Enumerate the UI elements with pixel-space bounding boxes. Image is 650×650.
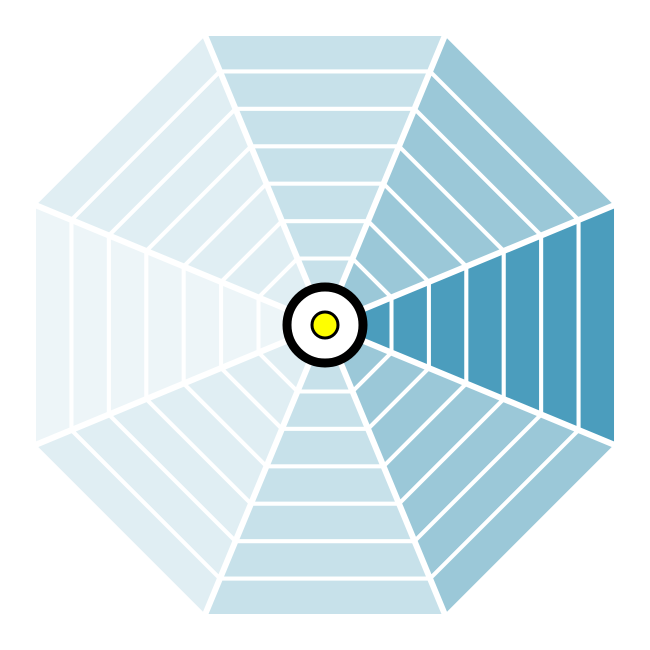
- center-target[interactable]: [282, 282, 368, 368]
- board-cell-south-3[interactable]: [263, 426, 387, 469]
- board-cell-south-5[interactable]: [232, 501, 418, 544]
- sector-divider: [199, 323, 328, 623]
- board-cell-west-6[interactable]: [69, 216, 111, 434]
- player-marker[interactable]: [310, 310, 340, 340]
- board-cell-north-4[interactable]: [247, 144, 403, 186]
- board-cell-east-5[interactable]: [501, 232, 544, 418]
- sector-north[interactable]: [201, 31, 449, 298]
- sector-divider: [27, 199, 327, 328]
- board-cell-east-4[interactable]: [464, 247, 506, 403]
- sector-divider: [322, 27, 451, 327]
- sector-divider: [323, 322, 623, 451]
- board-cell-south-6[interactable]: [216, 539, 434, 581]
- board-cell-north-3[interactable]: [263, 181, 387, 224]
- board-cell-west-4[interactable]: [144, 247, 186, 403]
- board-cell-east-3[interactable]: [426, 263, 469, 387]
- board-cell-east-6[interactable]: [539, 216, 581, 434]
- board-cell-south-4[interactable]: [247, 464, 403, 506]
- board-cell-north-7[interactable]: [201, 31, 449, 74]
- sector-divider: [199, 27, 328, 327]
- sector-divider: [323, 199, 623, 328]
- board-cell-north-6[interactable]: [216, 69, 434, 111]
- board-cell-south-7[interactable]: [201, 576, 449, 619]
- sector-divider: [27, 322, 327, 451]
- board-cell-west-7[interactable]: [31, 201, 74, 449]
- board-cell-west-3[interactable]: [181, 263, 224, 387]
- board-cell-west-5[interactable]: [106, 232, 149, 418]
- octagon-sectors: [27, 27, 623, 623]
- board-cell-east-7[interactable]: [576, 201, 619, 449]
- board-cell-north-5[interactable]: [232, 106, 418, 149]
- sector-south-west[interactable]: [30, 334, 316, 620]
- sector-divider: [322, 323, 451, 623]
